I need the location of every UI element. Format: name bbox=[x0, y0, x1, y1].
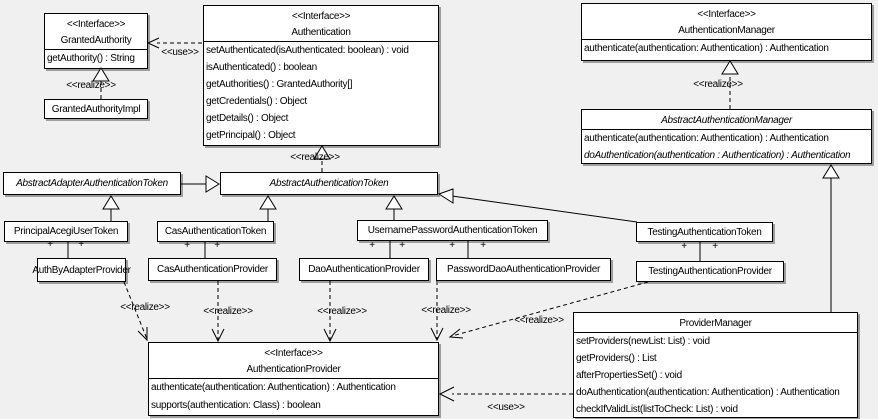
class-username-password-authentication-token: UsernamePasswordAuthenticationToken bbox=[357, 220, 548, 241]
class-abstract-authentication-token: AbstractAuthenticationToken bbox=[220, 172, 438, 195]
association-end-label: + bbox=[369, 240, 375, 251]
stereotype-label: <<Interface>> bbox=[66, 19, 126, 30]
association-end-label: + bbox=[47, 239, 53, 250]
method: getProviders() : List bbox=[576, 353, 657, 364]
class-name: TestingAuthenticationToken bbox=[647, 226, 762, 238]
methods-compartment: getAuthority() : String bbox=[45, 49, 147, 67]
methods-compartment: setAuthenticated(isAuthenticated: boolea… bbox=[204, 41, 438, 144]
stereotype-label: <<Interface>> bbox=[291, 11, 351, 22]
class-name: GrantedAuthority bbox=[60, 35, 132, 46]
class-dao-authentication-provider: DaoAuthenticationProvider bbox=[299, 258, 429, 281]
method: setAuthenticated(isAuthenticated: boolea… bbox=[206, 45, 409, 56]
class-name: GrantedAuthorityImpl bbox=[51, 103, 141, 115]
method: afterPropertiesSet() : void bbox=[576, 370, 682, 381]
class-authentication: <<Interface>> Authentication setAuthenti… bbox=[203, 5, 439, 146]
method: setProviders(newList: List) : void bbox=[576, 336, 710, 347]
class-header: <<Interface>> AuthenticationManager bbox=[582, 4, 871, 39]
association-end-label: + bbox=[712, 241, 718, 252]
class-name: AbstractAuthenticationToken bbox=[269, 178, 389, 189]
class-header: <<Interface>> AuthenticationProvider bbox=[149, 343, 438, 378]
realize-label: <<realize>> bbox=[317, 306, 367, 317]
realize-label: <<realize>> bbox=[120, 302, 170, 313]
class-authentication-manager: <<Interface>> AuthenticationManager auth… bbox=[581, 3, 872, 61]
class-abstract-authentication-manager: AbstractAuthenticationManager authentica… bbox=[581, 109, 872, 164]
realize-label: <<realize>> bbox=[514, 315, 564, 326]
class-header: <<Interface>> GrantedAuthority bbox=[45, 14, 147, 49]
class-testing-authentication-token: TestingAuthenticationToken bbox=[636, 222, 773, 242]
class-name: AbstractAdapterAuthenticationToken bbox=[16, 178, 168, 189]
class-cas-authentication-provider: CasAuthenticationProvider bbox=[148, 258, 277, 281]
class-header: <<Interface>> Authentication bbox=[204, 6, 438, 41]
class-name: AuthByAdapterProvider bbox=[32, 264, 131, 276]
class-auth-by-adapter-provider: AuthByAdapterProvider bbox=[32, 258, 131, 282]
method: doAuthentication(authentication: Authent… bbox=[576, 387, 840, 398]
class-header: ProviderManager bbox=[574, 313, 857, 332]
edge-generalization-principal-acegi-user-token bbox=[102, 195, 120, 221]
association-end-label: + bbox=[681, 241, 687, 252]
methods-compartment: authenticate(authentication: Authenticat… bbox=[149, 378, 438, 415]
class-name: PasswordDaoAuthenticationProvider bbox=[447, 264, 600, 275]
class-name: AuthenticationManager bbox=[678, 25, 775, 36]
method: getPrincipal() : Object bbox=[206, 130, 296, 141]
class-authentication-provider: <<Interface>> AuthenticationProvider aut… bbox=[148, 342, 439, 416]
class-name: CasAuthenticationProvider bbox=[157, 264, 268, 275]
association-end-label: + bbox=[78, 239, 84, 250]
use-label: <<use>> bbox=[487, 402, 525, 413]
class-testing-authentication-provider: TestingAuthenticationProvider bbox=[636, 261, 784, 282]
class-name: ProviderManager bbox=[679, 318, 752, 329]
method: authenticate(authentication: Authenticat… bbox=[584, 43, 829, 54]
realize-label: <<realize>> bbox=[421, 305, 471, 316]
edge-generalization-username-password-token bbox=[385, 195, 403, 220]
method: getDetails() : Object bbox=[206, 113, 289, 124]
methods-compartment: authenticate(authentication: Authenticat… bbox=[582, 129, 871, 164]
class-cas-authentication-token: CasAuthenticationToken bbox=[157, 221, 274, 242]
stereotype-label: <<Interface>> bbox=[697, 9, 756, 20]
realize-label: <<realize>> bbox=[693, 79, 743, 90]
method: authenticate(authentication: Authenticat… bbox=[584, 133, 829, 144]
class-name: CasAuthenticationToken bbox=[164, 226, 267, 237]
class-provider-manager: ProviderManager setProviders(newList: Li… bbox=[573, 312, 858, 418]
class-granted-authority-impl: GrantedAuthorityImpl bbox=[44, 99, 148, 119]
edge-generalization-cas-authentication-token bbox=[259, 195, 277, 221]
realize-label: <<realize>> bbox=[203, 306, 253, 317]
methods-compartment: authenticate(authentication: Authenticat… bbox=[582, 39, 871, 57]
method: authenticate(authentication: Authenticat… bbox=[151, 382, 396, 393]
use-label: <<use>> bbox=[161, 47, 199, 58]
class-header: AbstractAuthenticationManager bbox=[582, 110, 871, 129]
class-name: DaoAuthenticationProvider bbox=[308, 264, 420, 275]
stereotype-label: <<Interface>> bbox=[264, 348, 323, 359]
method: getAuthority() : String bbox=[47, 53, 135, 64]
association-end-label: + bbox=[214, 240, 220, 251]
class-password-dao-authentication-provider: PasswordDaoAuthenticationProvider bbox=[436, 258, 611, 281]
method: getCredentials() : Object bbox=[206, 96, 307, 107]
edge-generalization-testing-authentication-token bbox=[437, 188, 638, 223]
class-name: UsernamePasswordAuthenticationToken bbox=[367, 225, 538, 236]
methods-compartment: setProviders(newList: List) : void getPr… bbox=[574, 332, 857, 418]
edge-use-provider-manager bbox=[438, 386, 573, 402]
method: isAuthenticated() : boolean bbox=[206, 62, 317, 73]
class-name: TestingAuthenticationProvider bbox=[648, 266, 772, 277]
edge-generalization-provider-manager bbox=[822, 164, 840, 312]
association-end-label: + bbox=[449, 240, 455, 251]
class-name: AuthenticationProvider bbox=[246, 364, 341, 375]
class-name: PrincipalAcegiUserToken bbox=[13, 226, 119, 237]
association-end-label: + bbox=[399, 240, 405, 251]
class-name: AbstractAuthenticationManager bbox=[661, 115, 792, 126]
method: checkIfValidList(listToCheck: List) : vo… bbox=[576, 404, 738, 415]
association-end-label: + bbox=[184, 240, 190, 251]
association-end-label: + bbox=[480, 240, 486, 251]
class-abstract-adapter-authentication-token: AbstractAdapterAuthenticationToken bbox=[3, 172, 181, 195]
realize-label: <<realize>> bbox=[66, 80, 116, 91]
class-principal-acegi-user-token: PrincipalAcegiUserToken bbox=[4, 221, 128, 242]
edge-generalization-abstract-adapter-token bbox=[181, 175, 220, 193]
method: doAuthentication(authentication : Authen… bbox=[584, 150, 851, 161]
method: getAuthorities() : GrantedAuthority[] bbox=[206, 79, 353, 90]
class-granted-authority: <<Interface>> GrantedAuthority getAuthor… bbox=[44, 13, 148, 69]
realize-label: <<realize>> bbox=[290, 152, 340, 163]
class-name: Authentication bbox=[291, 27, 351, 38]
method: supports(authentication: Class) : boolea… bbox=[151, 400, 321, 411]
